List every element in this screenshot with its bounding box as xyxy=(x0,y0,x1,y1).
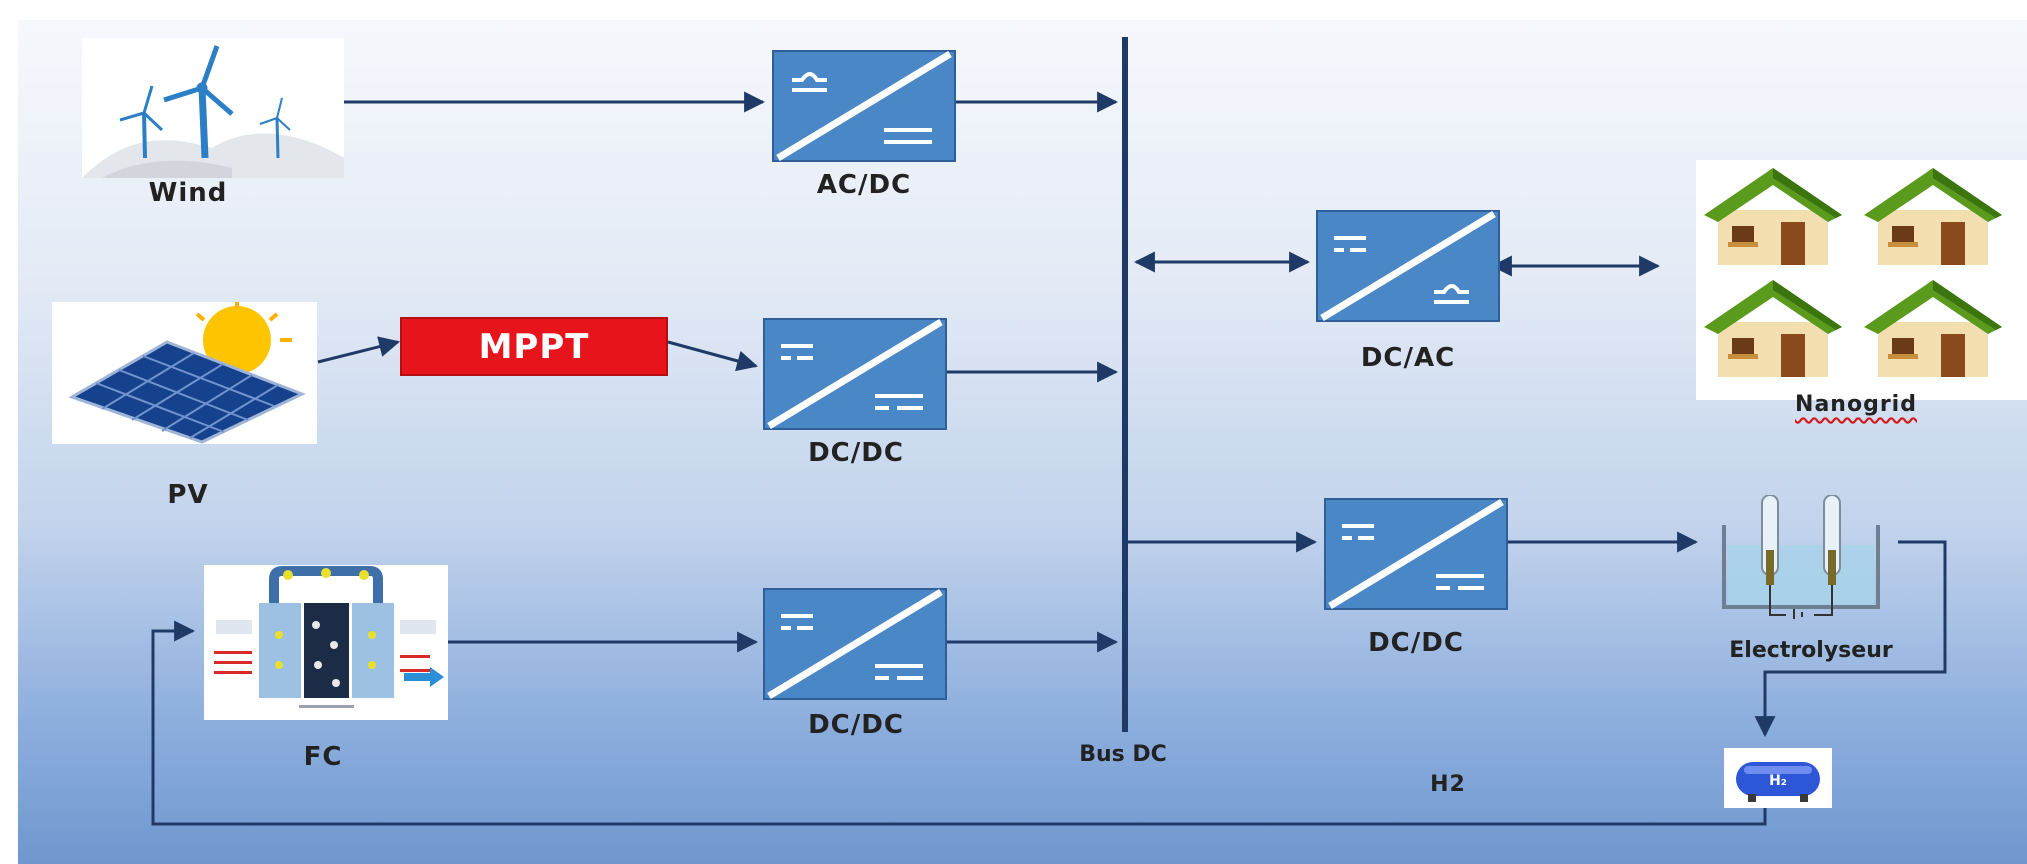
energy-system-diagram: Wind PV xyxy=(18,20,2027,864)
electrolyser-label: Electrolyseur xyxy=(1729,638,1893,663)
solar-panel-picture xyxy=(52,302,317,444)
electrolyser-picture xyxy=(1706,494,1896,620)
converter-acdc-wind xyxy=(772,50,956,162)
wire-electrolyser-tank xyxy=(1754,540,1947,738)
pv-dcdc-label: DC/DC xyxy=(808,438,904,468)
tank-h2-text: H₂ xyxy=(1769,773,1787,789)
converter-dcac-load xyxy=(1316,210,1500,322)
dcac-label: DC/AC xyxy=(1360,343,1456,373)
wind-turbine-picture xyxy=(82,38,344,178)
pv-label: PV xyxy=(167,480,209,510)
converter-dcdc-electrolyser xyxy=(1324,498,1508,610)
wire-pv-mppt xyxy=(317,336,401,364)
bus-dc-label: Bus DC xyxy=(1079,742,1167,767)
wire-mppt-dcdc xyxy=(667,340,759,372)
h2-tank-picture: H₂ xyxy=(1724,748,1832,808)
converter-dcdc-fc xyxy=(763,588,947,700)
converter-dcdc-pv xyxy=(763,318,947,430)
wind-label: Wind xyxy=(148,178,228,208)
mppt-block: MPPT xyxy=(400,317,668,376)
fc-dcdc-label: DC/DC xyxy=(808,710,904,740)
acdc-label: AC/DC xyxy=(816,170,912,200)
h2-line-label: H2 xyxy=(1430,772,1466,797)
nanogrid-houses-picture xyxy=(1696,160,2027,400)
wire-tank-fc-feedback xyxy=(151,620,1767,826)
fuel-cell-picture xyxy=(204,565,448,720)
nanogrid-label: Nanogrid xyxy=(1756,392,1956,417)
fc-label: FC xyxy=(303,742,343,772)
elec-dcdc-label: DC/DC xyxy=(1368,628,1464,658)
connection-wires xyxy=(151,37,1947,826)
nanogrid-label-text: Nanogrid xyxy=(1795,392,1917,417)
